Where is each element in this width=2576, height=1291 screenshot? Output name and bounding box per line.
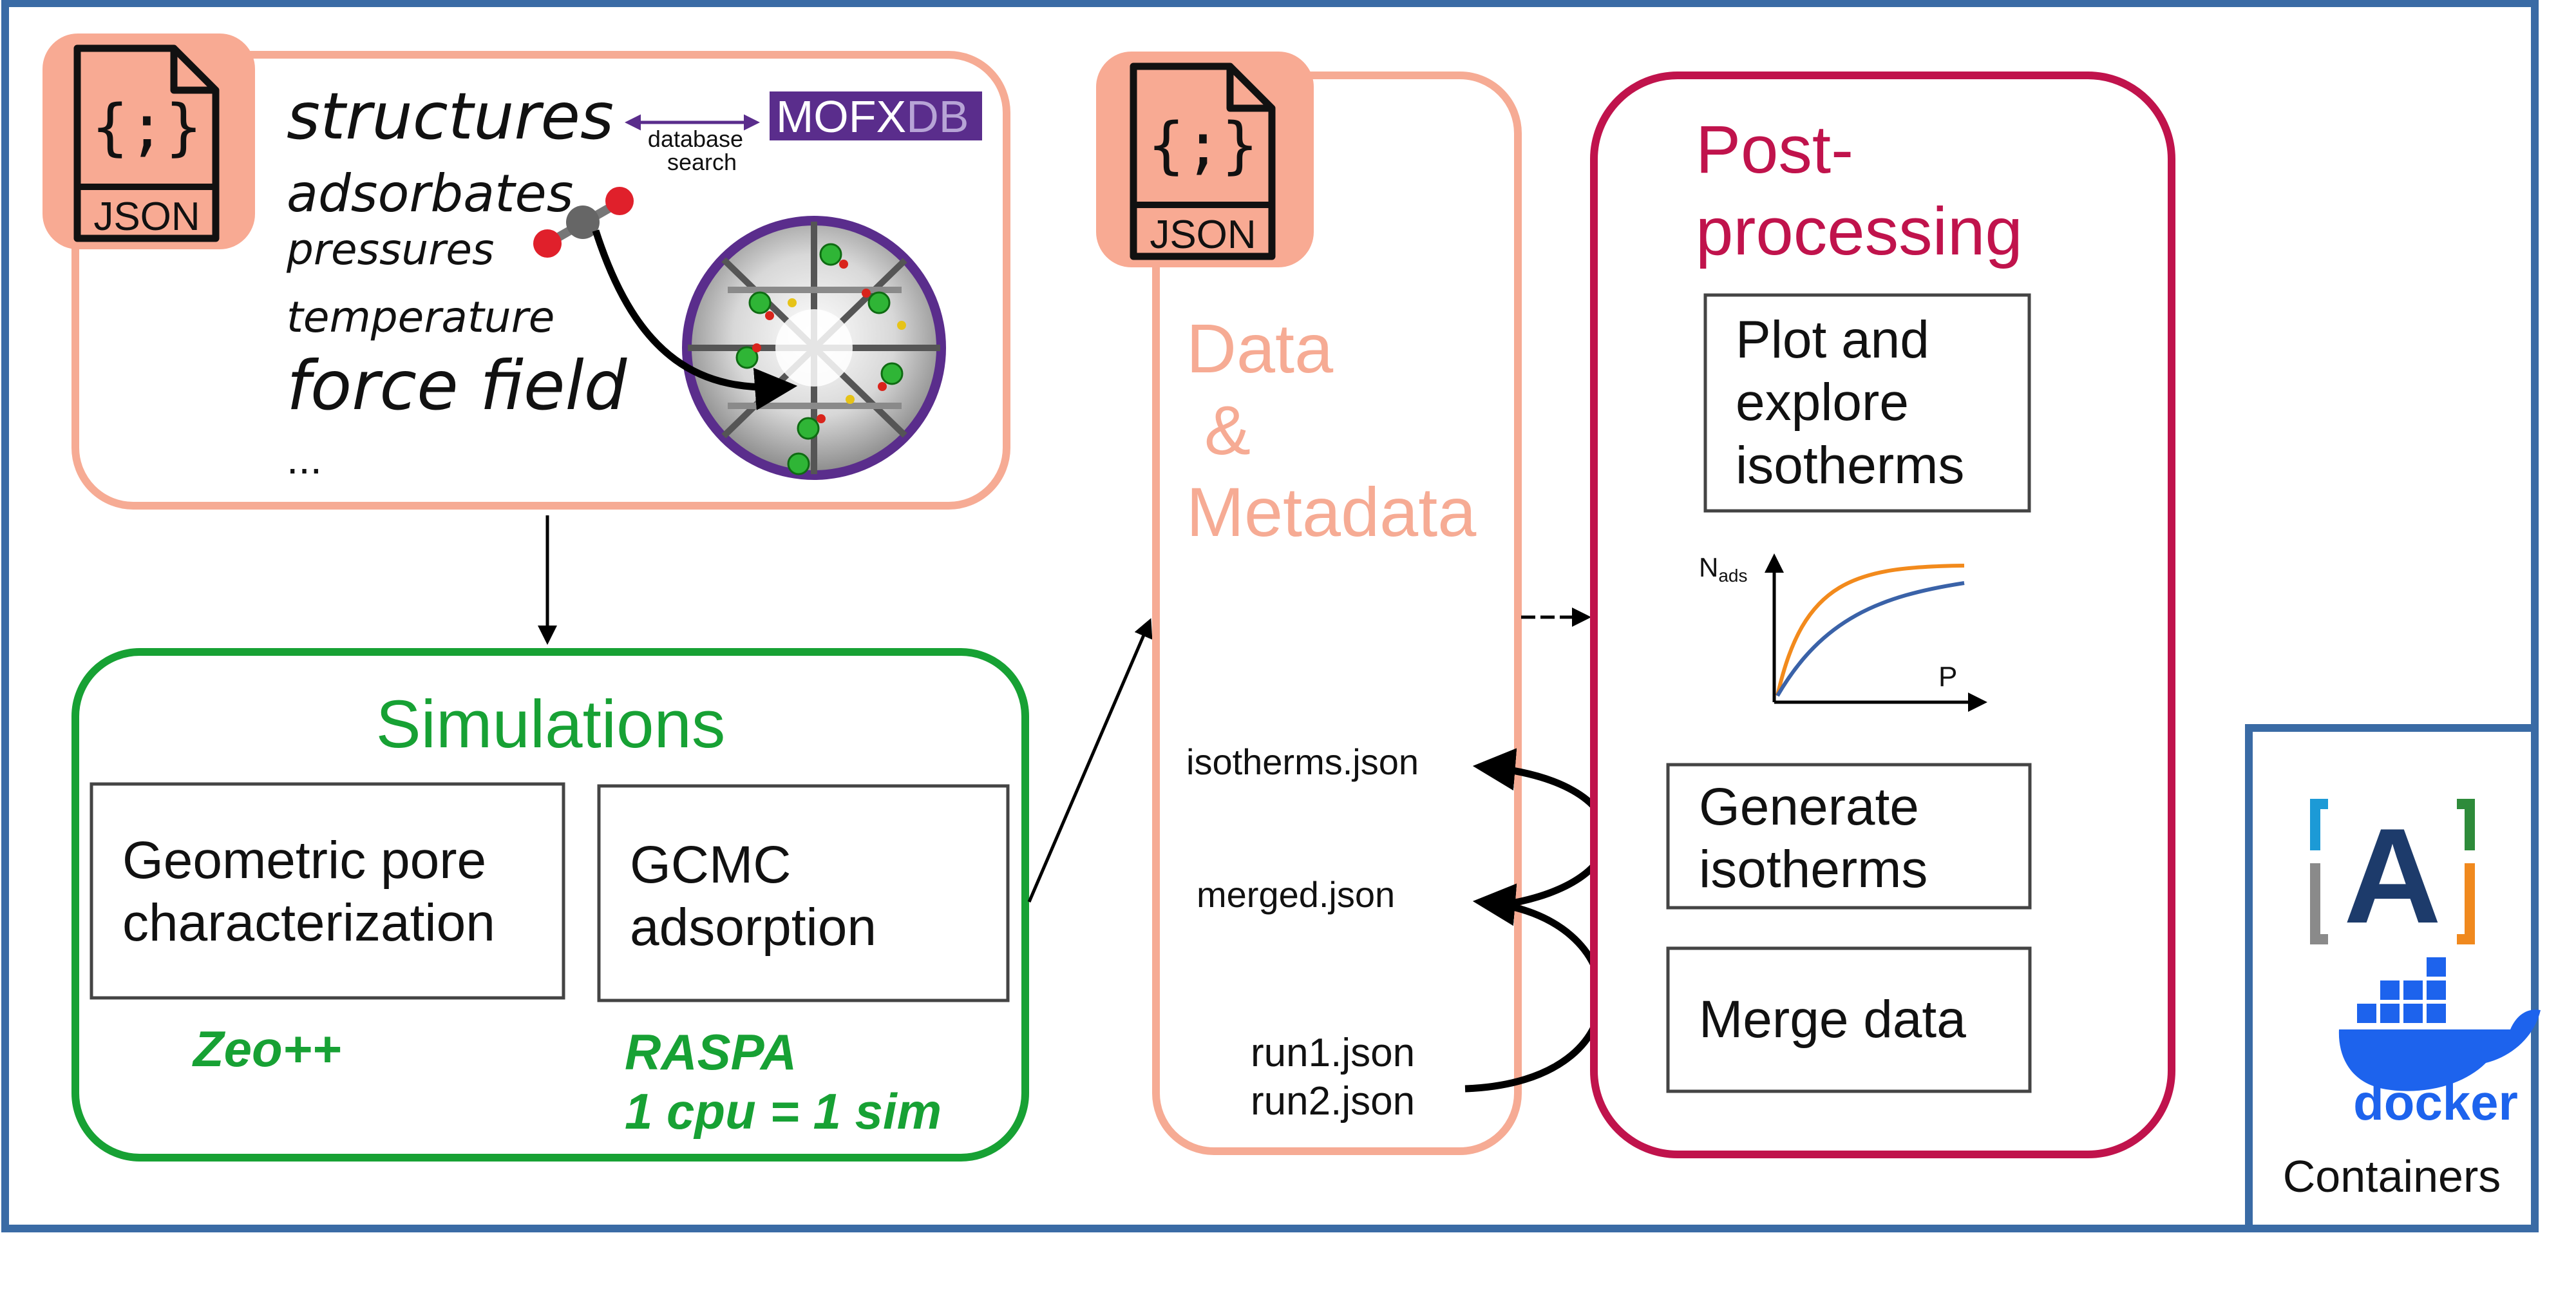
mofxdb-logo-db: DB <box>906 91 969 142</box>
aiida-logo-icon: A <box>2310 799 2475 952</box>
geometric-pore-line1: Geometric pore <box>122 831 486 890</box>
gcmc-box <box>597 784 1010 1002</box>
co2-molecule-icon <box>533 187 634 258</box>
docker-wordmark: docker <box>2353 1074 2518 1131</box>
json-brace-text: {;} <box>91 92 202 163</box>
data-json-badge-text: JSON <box>1150 213 1256 257</box>
adsorbate-into-pore-arrow <box>592 229 798 410</box>
input-item-temperature: temperature <box>287 292 554 342</box>
data-box <box>1152 72 1522 1155</box>
input-item-force-field: force field <box>287 347 628 425</box>
data-json-brace-text: {;} <box>1148 110 1258 181</box>
containers-box <box>2245 724 2539 1232</box>
raspa-tool-label: RASPA <box>625 1024 797 1080</box>
simulations-title: Simulations <box>376 687 726 762</box>
plot-explore-line1: Plot and <box>1736 311 1929 369</box>
file-run2-json: run2.json <box>1251 1079 1415 1124</box>
simulations-to-data-arrow <box>1027 618 1153 903</box>
mofxdb-logo: MOFXDB <box>770 91 982 142</box>
mof-structure-image <box>682 216 946 480</box>
simulations-panel: Simulations Geometric pore characterizat… <box>71 648 1029 1162</box>
file-run1-json: run1.json <box>1251 1031 1415 1075</box>
chart-y-label-main: N <box>1699 552 1718 582</box>
chart-y-label-sub: ads <box>1718 566 1747 586</box>
isotherm-mini-chart: Nads P <box>1699 552 1987 712</box>
isotherm-curve-orange <box>1776 564 1965 696</box>
input-item-pressures: pressures <box>286 225 494 274</box>
file-merged-json: merged.json <box>1197 874 1395 915</box>
input-item-structures: structures <box>287 79 614 154</box>
json-badge-text: JSON <box>93 195 200 239</box>
docker-logo-icon: docker <box>2338 957 2541 1131</box>
generate-isotherms-line1: Generate <box>1699 778 1919 836</box>
merge-data-box <box>1666 946 2032 1093</box>
outer-frame <box>1 0 2539 1232</box>
merge-data-label: Merge data <box>1699 990 1966 1049</box>
input-panel: {;} JSON structures adsorbates pressures… <box>43 33 1010 510</box>
geometric-pore-line2: characterization <box>122 894 495 952</box>
database-label: database <box>648 126 743 152</box>
data-title-line1: Data <box>1186 309 1334 387</box>
mofxdb-logo-mofx: MOFX <box>776 91 906 142</box>
file-isotherms-json: isotherms.json <box>1186 741 1419 782</box>
search-label: search <box>667 149 737 175</box>
json-file-icon: {;} JSON <box>43 33 255 249</box>
generate-isotherms-line2: isotherms <box>1699 840 1927 899</box>
chart-y-label: Nads <box>1699 552 1748 586</box>
plot-explore-line2: explore <box>1736 373 1909 432</box>
gcmc-line2: adsorption <box>630 898 876 957</box>
postprocessing-panel: Post- processing Plot and explore isothe… <box>1590 72 2175 1158</box>
geometric-pore-box <box>90 782 565 1000</box>
gcmc-line1: GCMC <box>630 836 791 894</box>
data-json-file-icon: {;} JSON <box>1096 52 1314 267</box>
plot-explore-line3: isotherms <box>1736 436 1964 495</box>
data-title-line2: & <box>1204 391 1251 469</box>
aiida-letter: A <box>2344 800 2441 952</box>
svg-text:MOFXDB: MOFXDB <box>776 91 969 142</box>
postprocessing-title-line2: processing <box>1696 194 2023 269</box>
chart-x-label: P <box>1938 661 1957 693</box>
zeo-tool-label: Zeo++ <box>192 1020 341 1077</box>
data-panel: {;} JSON Data & Metadata isotherms.json … <box>1096 52 1611 1155</box>
containers-label: Containers <box>2283 1151 2501 1201</box>
containers-panel: A docker Containers <box>2245 724 2541 1232</box>
isotherm-curve-blue <box>1776 581 1965 697</box>
plot-explore-box <box>1703 293 2031 513</box>
input-item-ellipsis: ... <box>287 435 322 483</box>
generate-isotherms-box <box>1666 763 2032 910</box>
input-item-adsorbates: adsorbates <box>287 164 573 224</box>
raspa-cpu-label: 1 cpu = 1 sim <box>625 1083 942 1140</box>
postprocessing-title-line1: Post- <box>1696 112 1853 187</box>
data-title-line3: Metadata <box>1186 473 1477 551</box>
